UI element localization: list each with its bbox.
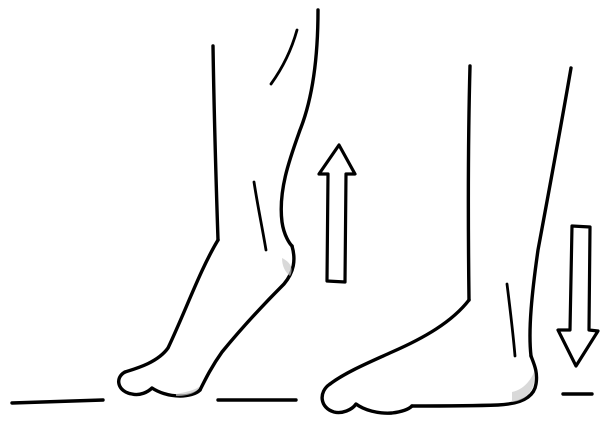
left-foot-top-line [125,240,218,372]
up-arrow-icon [319,145,355,282]
left-leg-heel-raised [119,10,318,396]
right-leg-front-line [468,66,470,300]
down-arrow-icon [558,226,598,366]
left-heel-shading [282,258,292,276]
right-leg-heel-lowered [322,66,571,413]
left-leg-front-line [213,46,218,240]
right-leg-back-line [530,68,571,356]
right-foot-top-line [330,300,469,384]
ground-line-left [12,400,103,403]
left-calf-contour-line [271,30,297,84]
ground-lines [12,394,592,403]
right-achilles-tendon-line [507,284,515,356]
left-achilles-tendon-line [254,182,266,250]
right-foot-toes [322,384,412,413]
right-heel-shading [512,372,534,402]
left-foot-sole [200,246,294,390]
left-leg-back-line [281,10,318,246]
